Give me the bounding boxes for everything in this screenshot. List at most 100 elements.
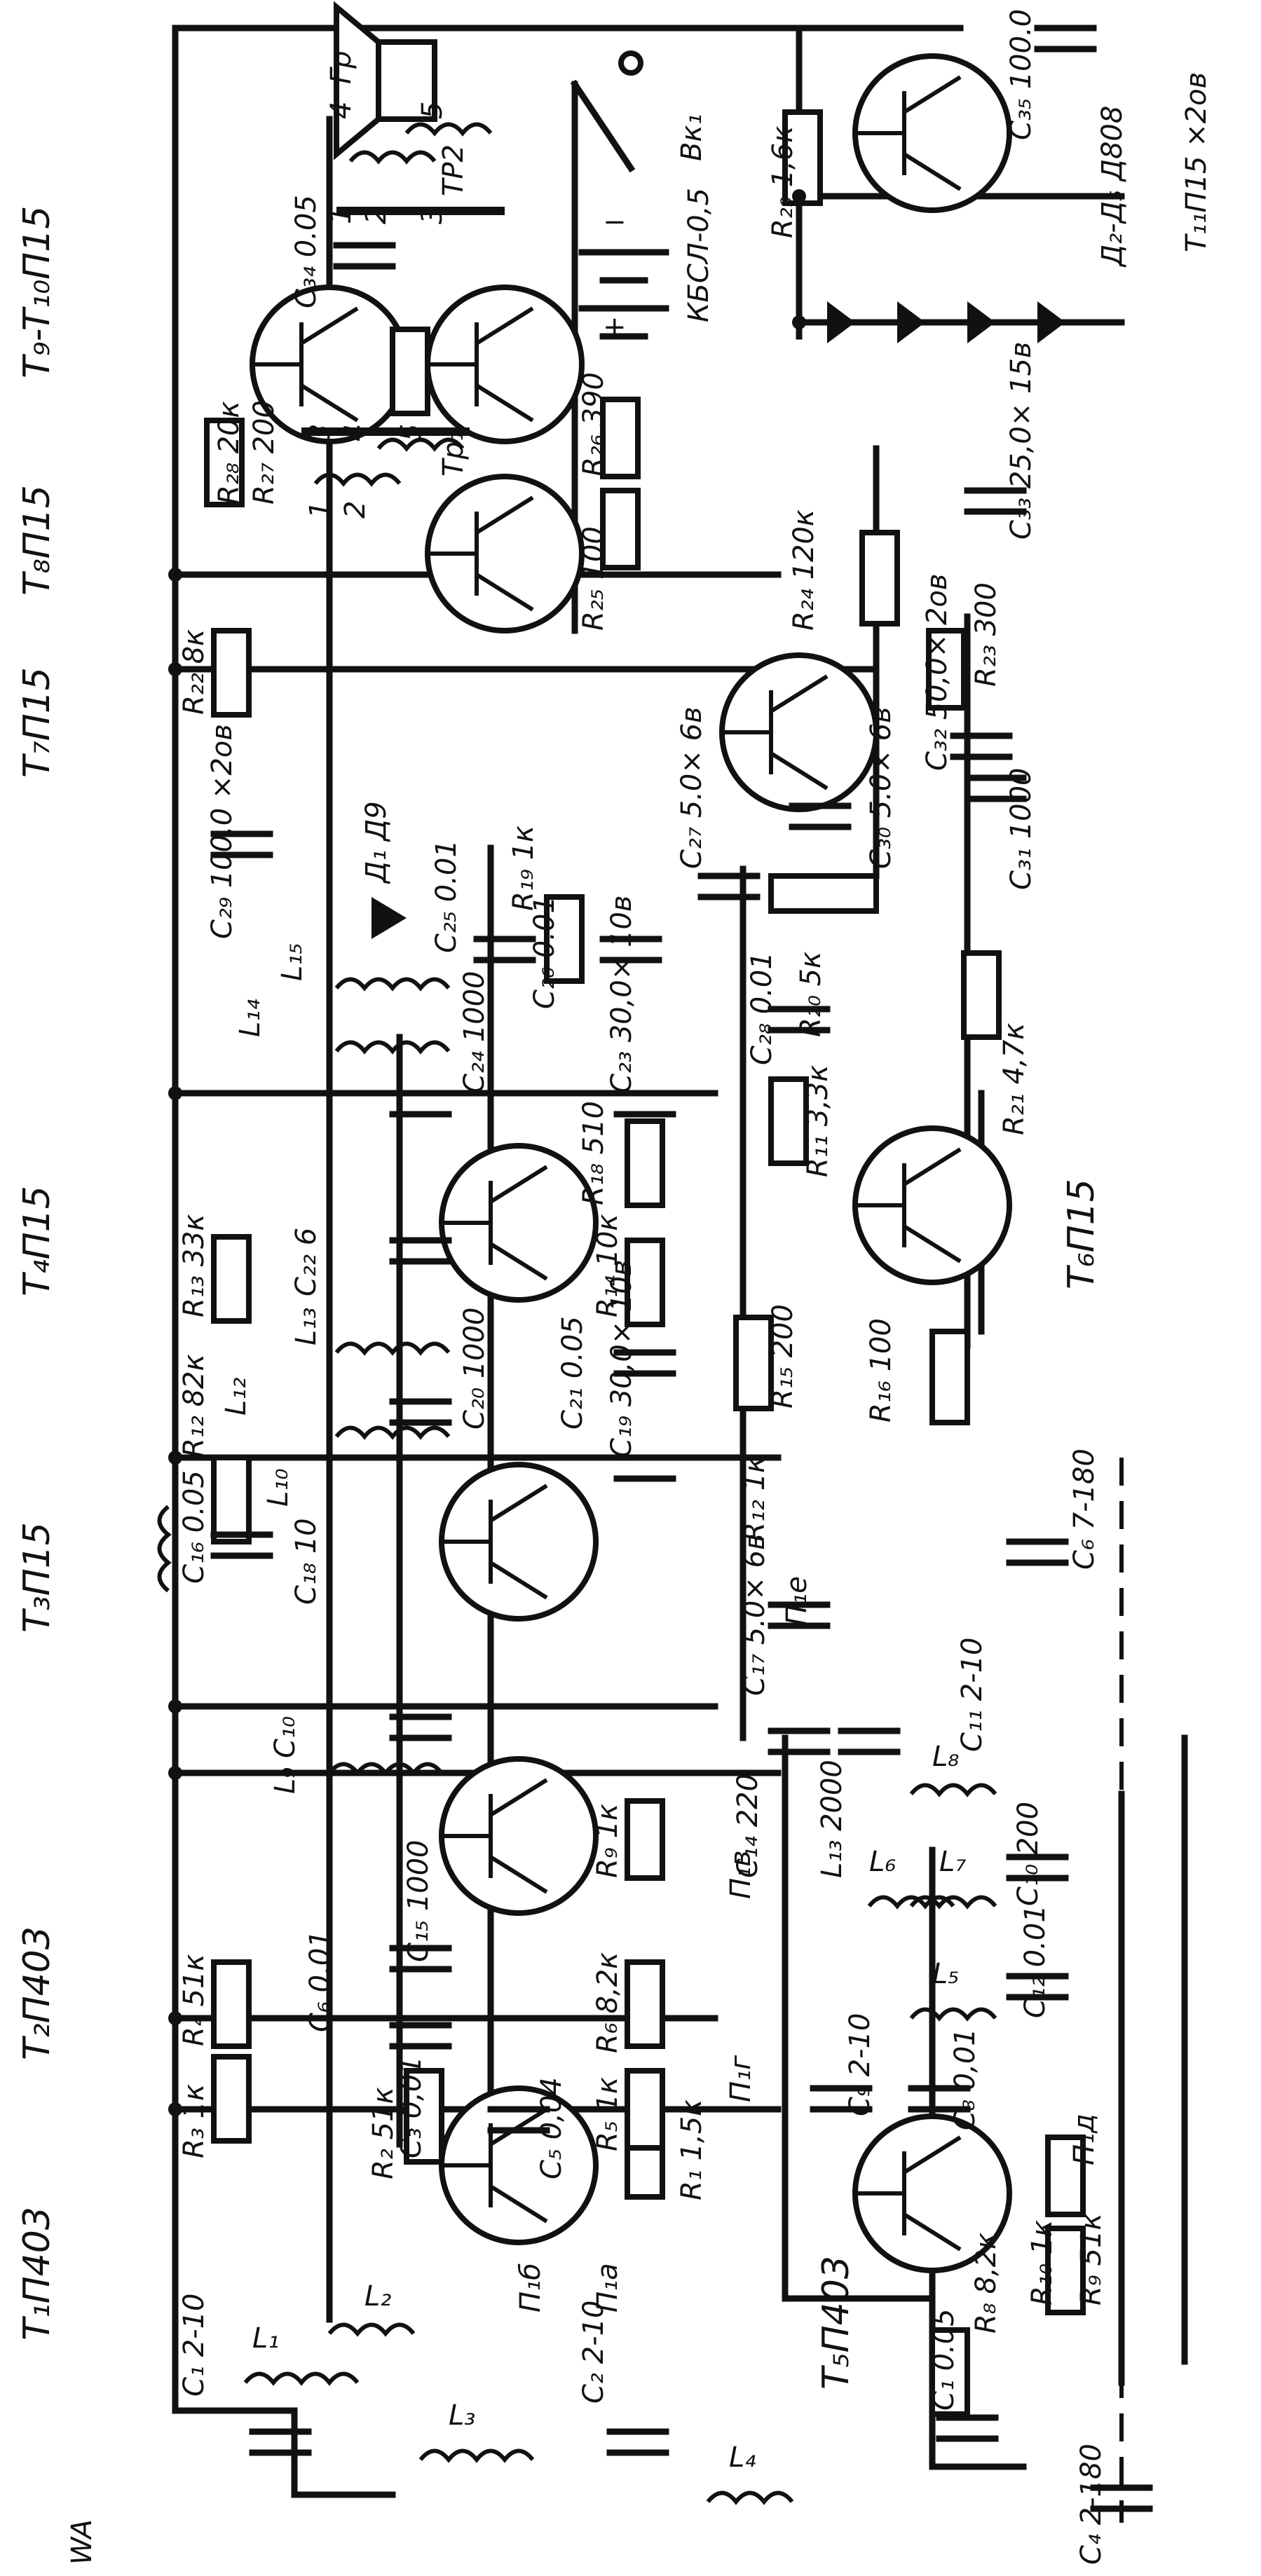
capacitor-c22 — [389, 1237, 452, 1265]
capacitor-c17 — [768, 1601, 831, 1629]
diodes — [372, 301, 1065, 939]
label-r19: R₁₉ 1к — [507, 825, 540, 911]
coil-l7 — [909, 1895, 997, 1910]
transistor-t11 — [852, 53, 1012, 213]
capacitor-c24 — [389, 1090, 452, 1118]
coil-l15 — [334, 977, 451, 992]
label-r11: R₁₁ 3,3к — [802, 1065, 834, 1177]
label-winding-2: 2 — [360, 207, 393, 224]
label-r13: R₁₃ 33к — [178, 1214, 210, 1317]
label-c15: C₁₅ 1000 — [402, 1839, 435, 1962]
label-c31: C₃₁ 1000 — [1005, 767, 1037, 890]
capacitor-c3 — [487, 2106, 550, 2134]
transistor-t2 — [439, 1756, 599, 1916]
label-c12: C₁₂ 0.01 — [1019, 1905, 1051, 2018]
transistor-t10 — [425, 285, 585, 444]
label-winding-3: 3 — [416, 207, 449, 224]
capacitor-c25 — [473, 936, 536, 964]
label-l2: L₂ — [364, 2280, 391, 2313]
capacitor-c12 — [1006, 1973, 1069, 2001]
speaker — [334, 1, 437, 160]
label-r14: R₁₄ 10к — [592, 1214, 624, 1317]
resistor-r27 — [390, 327, 430, 416]
capacitor-c26 — [599, 936, 662, 964]
label-l15: L₁₅ — [276, 943, 308, 981]
coil-l5 — [909, 2007, 997, 2022]
label-t11: T₁₁П15 ×2ов — [1180, 72, 1213, 252]
label-c14: C₁₄ 220 — [732, 1774, 764, 1878]
transformer-tr1 — [313, 437, 465, 487]
capacitor-c30 — [789, 802, 852, 830]
resistor-r13 — [211, 1234, 252, 1324]
transistor-t5 — [852, 2113, 1012, 2273]
capacitor-c19 — [613, 1454, 676, 1482]
transistor-t3 — [439, 1462, 599, 1622]
label-r25: R₂₅ 100 — [578, 526, 610, 631]
resistor-r11 — [768, 1076, 809, 1166]
capacitor-c2 — [606, 2428, 669, 2456]
capacitor-c9 — [810, 2085, 873, 2113]
label-t1: T₁П403 — [16, 2207, 58, 2341]
resistor-r24 — [859, 530, 900, 626]
label-c28: C₂₈ 0.01 — [746, 952, 778, 1065]
coil-l8 — [909, 1783, 997, 1797]
label-c2: C₂ 2-10 — [578, 2301, 610, 2404]
label-l8: L₈ — [932, 1741, 959, 1773]
label-c25: C₂₅ 0.01 — [430, 840, 463, 953]
label-r8: R₈ 8,2к — [970, 2233, 1002, 2334]
coil-l1 — [243, 2371, 360, 2386]
resistors — [204, 109, 1086, 2417]
coil-l3 — [418, 2448, 535, 2463]
transistor-labels: T₁П403 T₂П403 T₃П15 T₄П15 T₅П403 T₆П15 T… — [16, 72, 1213, 2390]
resistor-r21 — [961, 950, 1002, 1040]
capacitor-c29 — [210, 830, 273, 858]
label-r18: R₁₈ 510 — [578, 1101, 610, 1205]
label-r2: R₂ 51к — [367, 2087, 400, 2179]
capacitor-c34 — [333, 242, 396, 270]
label-c10a: C₁₀ 200 — [1012, 1802, 1044, 1906]
label-t8: T₈П15 — [16, 485, 58, 596]
label-l13: L₁₃ — [290, 1308, 322, 1345]
label-r26: R₂₆ 390 — [578, 372, 610, 477]
label-vk1: Bк₁ — [676, 114, 708, 161]
resistor-r15 — [733, 1315, 774, 1411]
capacitor-c28 — [768, 1006, 831, 1034]
capacitor-c11 — [838, 1727, 901, 1755]
label-c13: L₁₃ 2000 — [816, 1760, 848, 1878]
label-r9b: R₉ 51к — [1075, 2213, 1107, 2306]
label-c29: C₂₉ 100.0 ×2ов — [206, 724, 238, 939]
label-l6: L₆ — [869, 1846, 896, 1878]
label-l1: L₁ — [252, 2322, 279, 2355]
resistor-r28 — [204, 418, 245, 507]
capacitor-c10a — [1006, 1854, 1069, 1882]
label-r12a: R₁₂ 82к — [178, 1354, 210, 1458]
tr1-core — [301, 427, 470, 436]
label-c19: C₁₉ 30,0× 10в — [606, 1260, 638, 1458]
label-c1a: C₁ 2-10 — [178, 2294, 210, 2397]
label-r6: R₆ 8,2к — [592, 1952, 624, 2053]
label-c24: C₂₄ 1000 — [458, 971, 491, 1093]
label-d1: Д₁ Д9 — [360, 801, 393, 884]
resistor-r2 — [404, 2068, 444, 2165]
capacitor-c6b — [1006, 1538, 1069, 1566]
transistor-t1 — [439, 2085, 599, 2245]
coil-l12 — [334, 1425, 451, 1440]
capacitor-c14 — [768, 1727, 831, 1755]
label-l12: L₁₂ — [220, 1378, 252, 1416]
label-winding-9: 2 — [339, 501, 372, 519]
coil-l9 — [327, 1762, 444, 1776]
coil-l4 — [706, 2491, 794, 2505]
resistor-r12a — [211, 1455, 252, 1544]
label-l7: L₇ — [939, 1846, 966, 1878]
transistor-t6 — [852, 1125, 1012, 1285]
resistor-r20 — [768, 873, 879, 914]
label-r21: R₂₁ 4,7к — [998, 1023, 1030, 1135]
label-p1v: П₁в — [725, 1850, 757, 1899]
label-c20: C₂₀ 1000 — [458, 1307, 491, 1430]
capacitor-c27 — [697, 872, 761, 900]
label-l5: L₅ — [932, 1958, 959, 1990]
label-c1b: C₁ 0.05 — [928, 2308, 960, 2411]
transformer-tr2 — [348, 122, 493, 165]
label-antenna: WA — [66, 2519, 98, 2565]
switch-vk1 — [570, 50, 643, 173]
